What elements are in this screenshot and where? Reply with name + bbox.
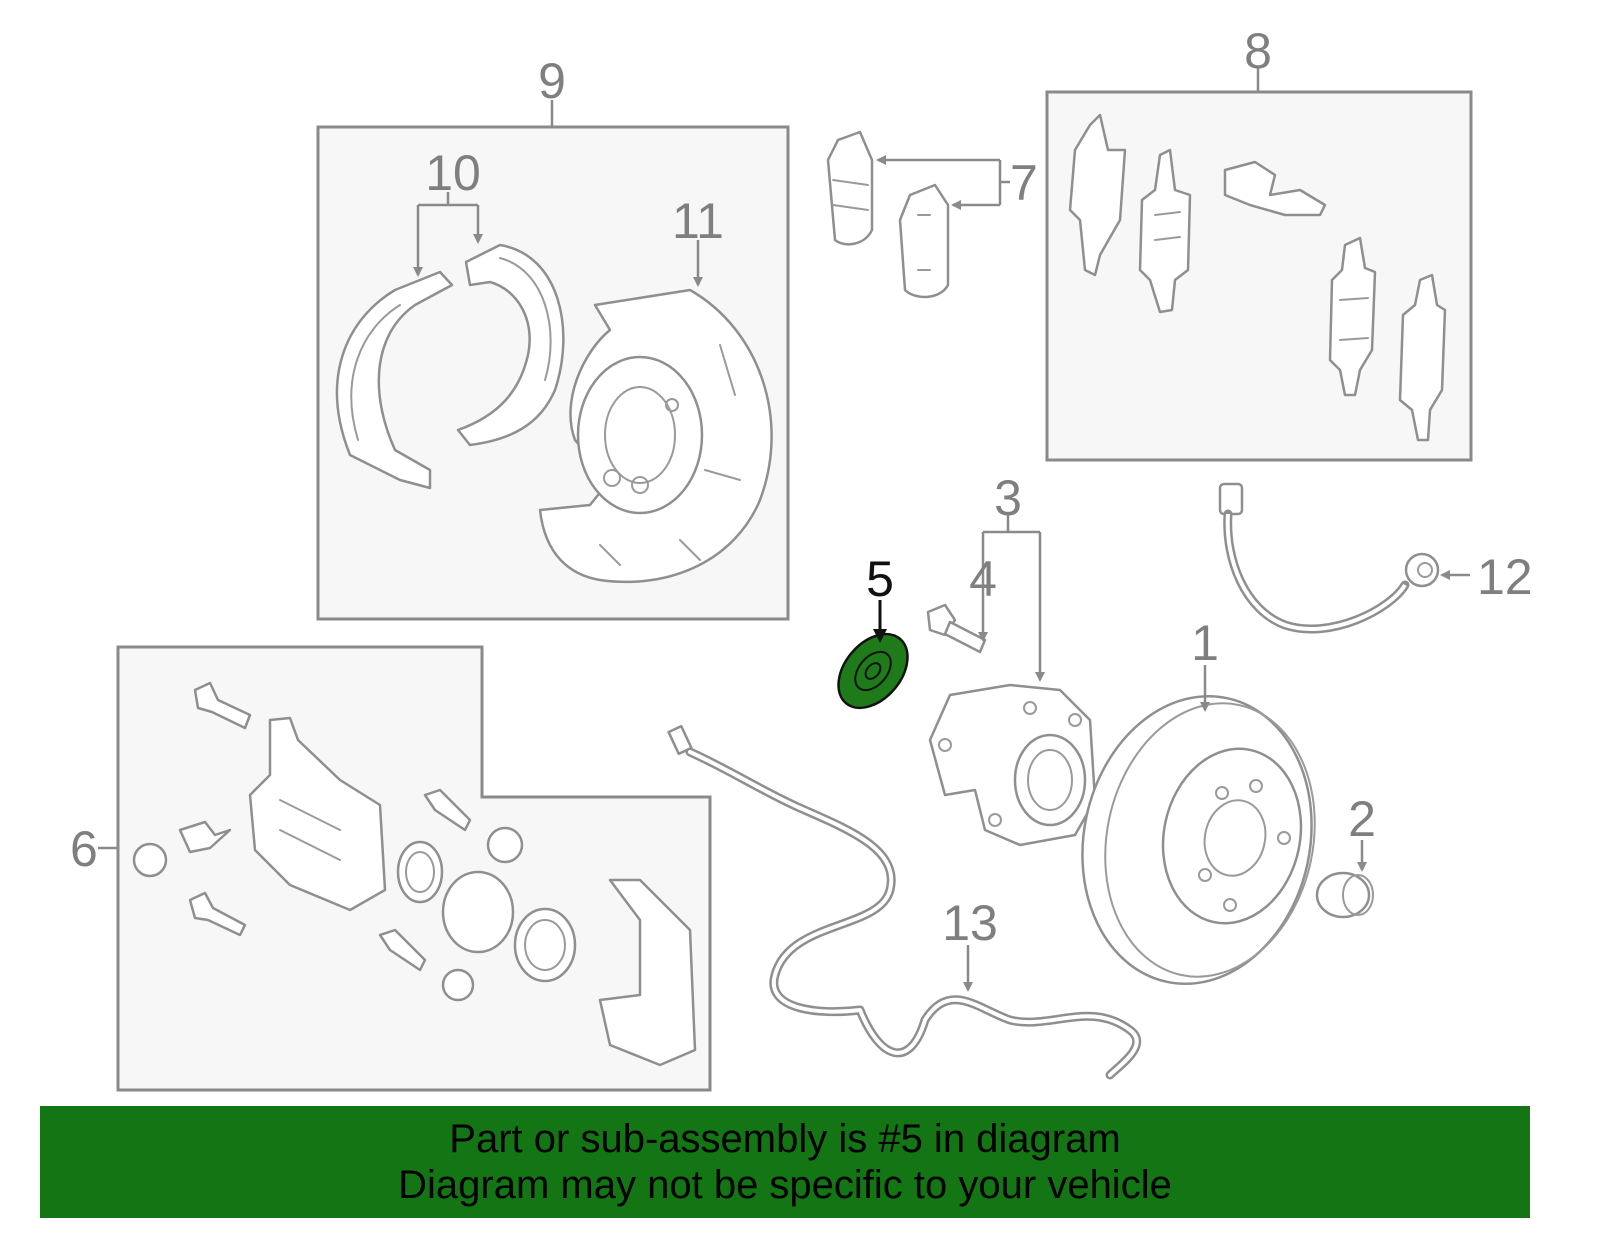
highlighted-part-5[interactable] [825,621,922,721]
banner-line-2: Diagram may not be specific to your vehi… [398,1163,1172,1207]
callout-9: 9 [538,53,566,109]
brake-pads-part-7[interactable] [826,130,950,299]
brake-shoes-part-10[interactable] [335,243,565,490]
callout-12: 12 [1477,549,1533,605]
backing-plate-part-11[interactable] [538,288,773,584]
wheel-hub-part-3[interactable] [928,683,1097,847]
callout-11: 11 [672,193,724,249]
brake-hose-part-12[interactable] [1218,482,1440,634]
abs-sensor-wire-part-13[interactable] [667,724,1142,1080]
pad-hardware-part-8[interactable] [1068,113,1447,442]
callout-6: 6 [70,821,98,877]
caliper-parts-part-6[interactable] [132,681,697,1067]
callout-13: 13 [942,895,998,951]
callout-2: 2 [1348,791,1376,847]
callouts: 9 8 10 11 7 3 5 4 12 1 2 6 13 [70,23,1533,951]
hub-cap-part-2[interactable] [1315,871,1374,919]
hub-bolt-part-4[interactable] [926,603,987,654]
callout-4: 4 [969,551,997,607]
callout-3: 3 [994,470,1022,526]
leader-lines [98,68,1470,992]
info-banner: Part or sub-assembly is #5 in diagram Di… [40,1106,1530,1218]
banner-line-1: Part or sub-assembly is #5 in diagram [449,1117,1121,1161]
callout-1: 1 [1191,615,1219,671]
brake-rotor-part-1[interactable] [1056,675,1339,1006]
callout-7: 7 [1010,155,1038,211]
callout-8: 8 [1244,23,1272,79]
callout-10: 10 [425,145,481,201]
callout-5[interactable]: 5 [866,551,894,607]
